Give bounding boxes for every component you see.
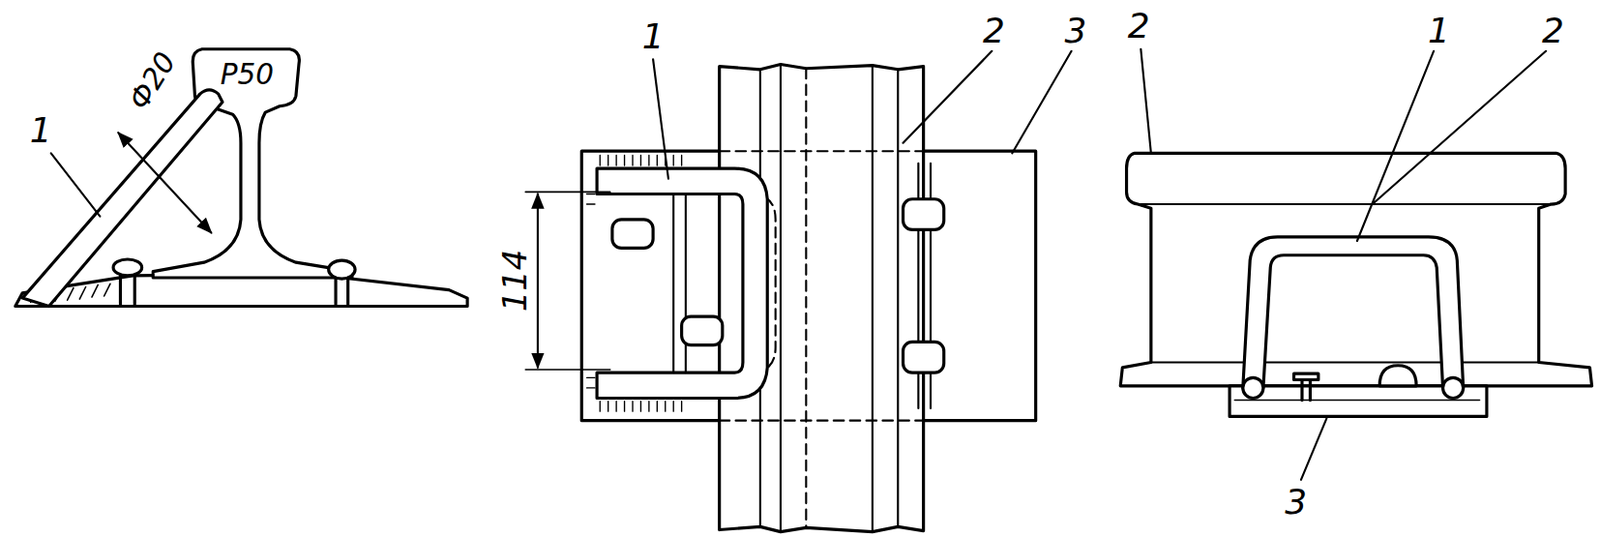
nut <box>681 316 723 346</box>
nut <box>903 341 945 373</box>
diameter-dimension: Ф20 <box>124 48 181 116</box>
dimension-value: 114 <box>499 249 533 313</box>
bolt-shank <box>119 275 135 305</box>
callout-number: 1 <box>1427 13 1451 49</box>
bolt-shank <box>335 277 349 304</box>
dimension-line <box>536 193 539 367</box>
callout-number: 1 <box>642 19 665 55</box>
callout-number: 3 <box>1284 484 1307 520</box>
dimension-extension <box>525 191 611 370</box>
plan-view <box>525 51 1071 533</box>
nut <box>612 219 653 249</box>
leader-line <box>652 51 1071 179</box>
anti-creep-rod <box>22 89 223 307</box>
rod-hatching <box>587 154 682 412</box>
nut <box>903 199 945 231</box>
callout-number: 1 <box>29 113 53 149</box>
rail-type-label: Р50 <box>220 60 274 90</box>
rail-section <box>152 49 353 278</box>
leader-line <box>51 152 101 216</box>
callout-number: 2 <box>1541 13 1565 49</box>
bolt-lines <box>673 163 931 409</box>
anti-creep-rod <box>596 168 768 398</box>
callout-number: 3 <box>1064 13 1087 49</box>
cross-section-view <box>15 49 468 307</box>
callout-number: 2 <box>1127 8 1151 44</box>
bolt-head <box>113 259 143 276</box>
dimension-line <box>118 132 211 233</box>
callout-number: 2 <box>982 13 1006 49</box>
anti-creep-rod <box>1243 237 1464 388</box>
rail-side <box>1120 152 1592 386</box>
leader-line <box>1140 49 1546 480</box>
bolt-head <box>328 260 356 279</box>
rod-end <box>1443 377 1464 398</box>
bolt <box>1294 373 1319 400</box>
rod-end <box>1243 377 1264 398</box>
plate-lines <box>1234 399 1480 402</box>
side-view <box>1120 49 1592 480</box>
bolt-dome <box>1379 365 1417 386</box>
rail-lines <box>1140 204 1549 363</box>
rail-edge-lines <box>760 64 898 533</box>
